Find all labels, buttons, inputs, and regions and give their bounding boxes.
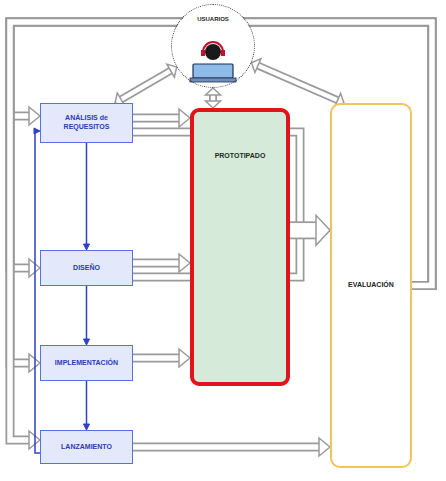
- arrow-core: [133, 355, 179, 361]
- flow-arrow: [133, 438, 330, 456]
- arrow-core: [121, 71, 171, 100]
- arrow-outline: [290, 221, 316, 239]
- arrow-head: [206, 101, 221, 108]
- arrow-core: [133, 260, 179, 266]
- arrow-line: [86, 143, 88, 244]
- arrow-outline: [258, 66, 338, 101]
- arrow-core: [133, 444, 319, 450]
- flow-arrow: [133, 349, 190, 367]
- flow-arrow: [84, 381, 90, 430]
- prototype-box: PROTOTIPADO: [190, 108, 290, 386]
- arrow-core: [258, 66, 338, 101]
- users-circle: USUARIOS: [171, 4, 255, 88]
- flow-arrow: [133, 109, 190, 127]
- arrow-head: [316, 215, 330, 245]
- arrow-head: [29, 107, 40, 125]
- arrow-line: [86, 286, 88, 339]
- arrow-line: [34, 131, 40, 453]
- desk-keyboard: [190, 78, 236, 82]
- arrow-head: [179, 254, 190, 272]
- arrow-core: [211, 95, 216, 101]
- phase-box: ANÁLISIS de REQUESITOS: [40, 103, 133, 143]
- arrow-outline: [121, 71, 171, 100]
- phase-box: DISEÑO: [40, 250, 133, 286]
- headset: [203, 42, 223, 52]
- user-head: [205, 44, 221, 60]
- flow-arrow: [84, 143, 90, 250]
- arrow-head: [179, 349, 190, 367]
- flow-arrow: [290, 215, 330, 245]
- flow-arrow: [252, 59, 344, 107]
- node-label: LANZAMIENTO: [61, 443, 112, 452]
- arrow-outline: [133, 443, 319, 452]
- node-label: EVALUACIÓN: [348, 281, 394, 290]
- flow-arrow: [34, 128, 40, 453]
- headset-ear: [201, 50, 205, 56]
- arrow-core: [290, 223, 316, 238]
- arrow-head: [206, 88, 221, 95]
- arrow-outline: [133, 114, 179, 123]
- node-label: DISEÑO: [73, 264, 100, 273]
- user-at-computer-icon: [190, 42, 236, 82]
- phase-box: IMPLEMENTACIÓN: [40, 345, 133, 381]
- arrow-outline: [133, 354, 179, 363]
- arrow-head: [179, 109, 190, 127]
- flow-arrow: [115, 64, 177, 106]
- circle-ground: [172, 5, 254, 87]
- arrow-outline: [133, 259, 179, 268]
- arrow-line: [86, 381, 88, 424]
- phase-box: LANZAMIENTO: [40, 430, 133, 464]
- flow-arrow: [133, 254, 190, 272]
- node-label: ANÁLISIS de REQUESITOS: [45, 114, 128, 132]
- arrow-head: [252, 59, 261, 73]
- arrow-head: [167, 64, 177, 77]
- node-label: USUARIOS: [197, 16, 229, 24]
- flow-arrow: [84, 286, 90, 345]
- headset-ear: [221, 50, 225, 56]
- node-label: IMPLEMENTACIÓN: [55, 359, 118, 368]
- arrow-head: [319, 438, 330, 456]
- arrow-core: [133, 115, 179, 121]
- arrow-outline: [209, 95, 217, 101]
- flow-arrow: [206, 88, 221, 108]
- node-label: PROTOTIPADO: [215, 152, 266, 161]
- evaluation-box: EVALUACIÓN: [330, 103, 412, 468]
- desk-monitor: [193, 64, 233, 78]
